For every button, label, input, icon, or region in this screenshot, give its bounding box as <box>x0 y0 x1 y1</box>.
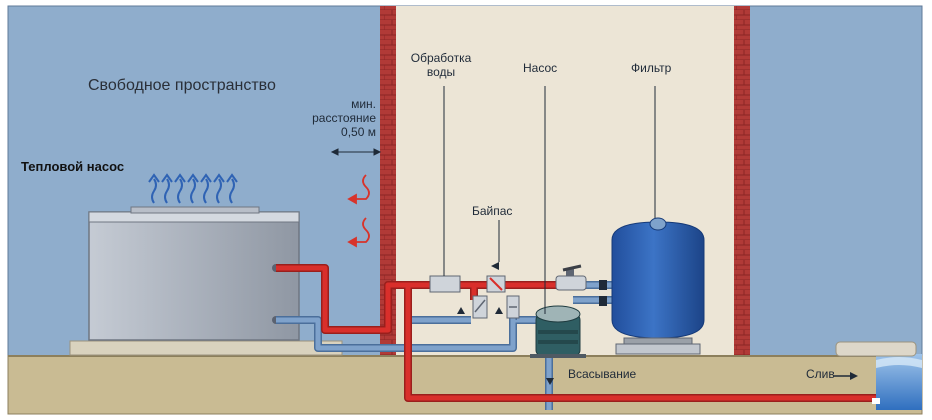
bypass-label: Байпас <box>472 204 513 218</box>
suction-label: Всасывание <box>568 367 637 381</box>
heat-pump-label: Тепловой насос <box>21 159 125 174</box>
label-leader-lines <box>443 86 656 314</box>
water-treatment-label: Обработка воды <box>402 51 480 80</box>
water-treatment-line-1: Обработка <box>410 51 472 65</box>
min-distance-line-1: мин. <box>351 97 376 111</box>
sand-filter-tank <box>611 217 705 355</box>
pool-pump <box>530 305 586 358</box>
heat-pump-fan-grille <box>130 206 260 214</box>
heat-pump-unit <box>88 211 300 341</box>
water-treatment-unit <box>429 275 461 293</box>
filter-valve <box>555 264 614 306</box>
min-distance-line-3: 0,50 м <box>341 124 376 139</box>
free-space-label: Свободное пространство <box>88 77 276 94</box>
ground-slab <box>7 355 923 415</box>
brick-wall-left <box>380 6 396 356</box>
drain-label: Слив <box>806 367 835 381</box>
min-distance-dimension <box>330 148 382 156</box>
warm-air-arrows-icon <box>347 174 370 248</box>
pool-edge-slab <box>835 341 917 357</box>
brick-wall-right <box>734 6 750 356</box>
flow-direction-arrow-icon <box>457 262 858 385</box>
heat-pump-pad <box>69 340 343 356</box>
min-distance-label: мин. расстояние 0,50 м <box>312 97 376 139</box>
min-distance-line-2: расстояние <box>312 110 376 125</box>
pump-label: Насос <box>523 61 558 75</box>
filter-label: Фильтр <box>631 61 672 75</box>
bypass-valves <box>472 275 520 319</box>
water-treatment-line-2: воды <box>426 64 456 79</box>
heat-exhaust-arrows-icon <box>148 173 238 204</box>
